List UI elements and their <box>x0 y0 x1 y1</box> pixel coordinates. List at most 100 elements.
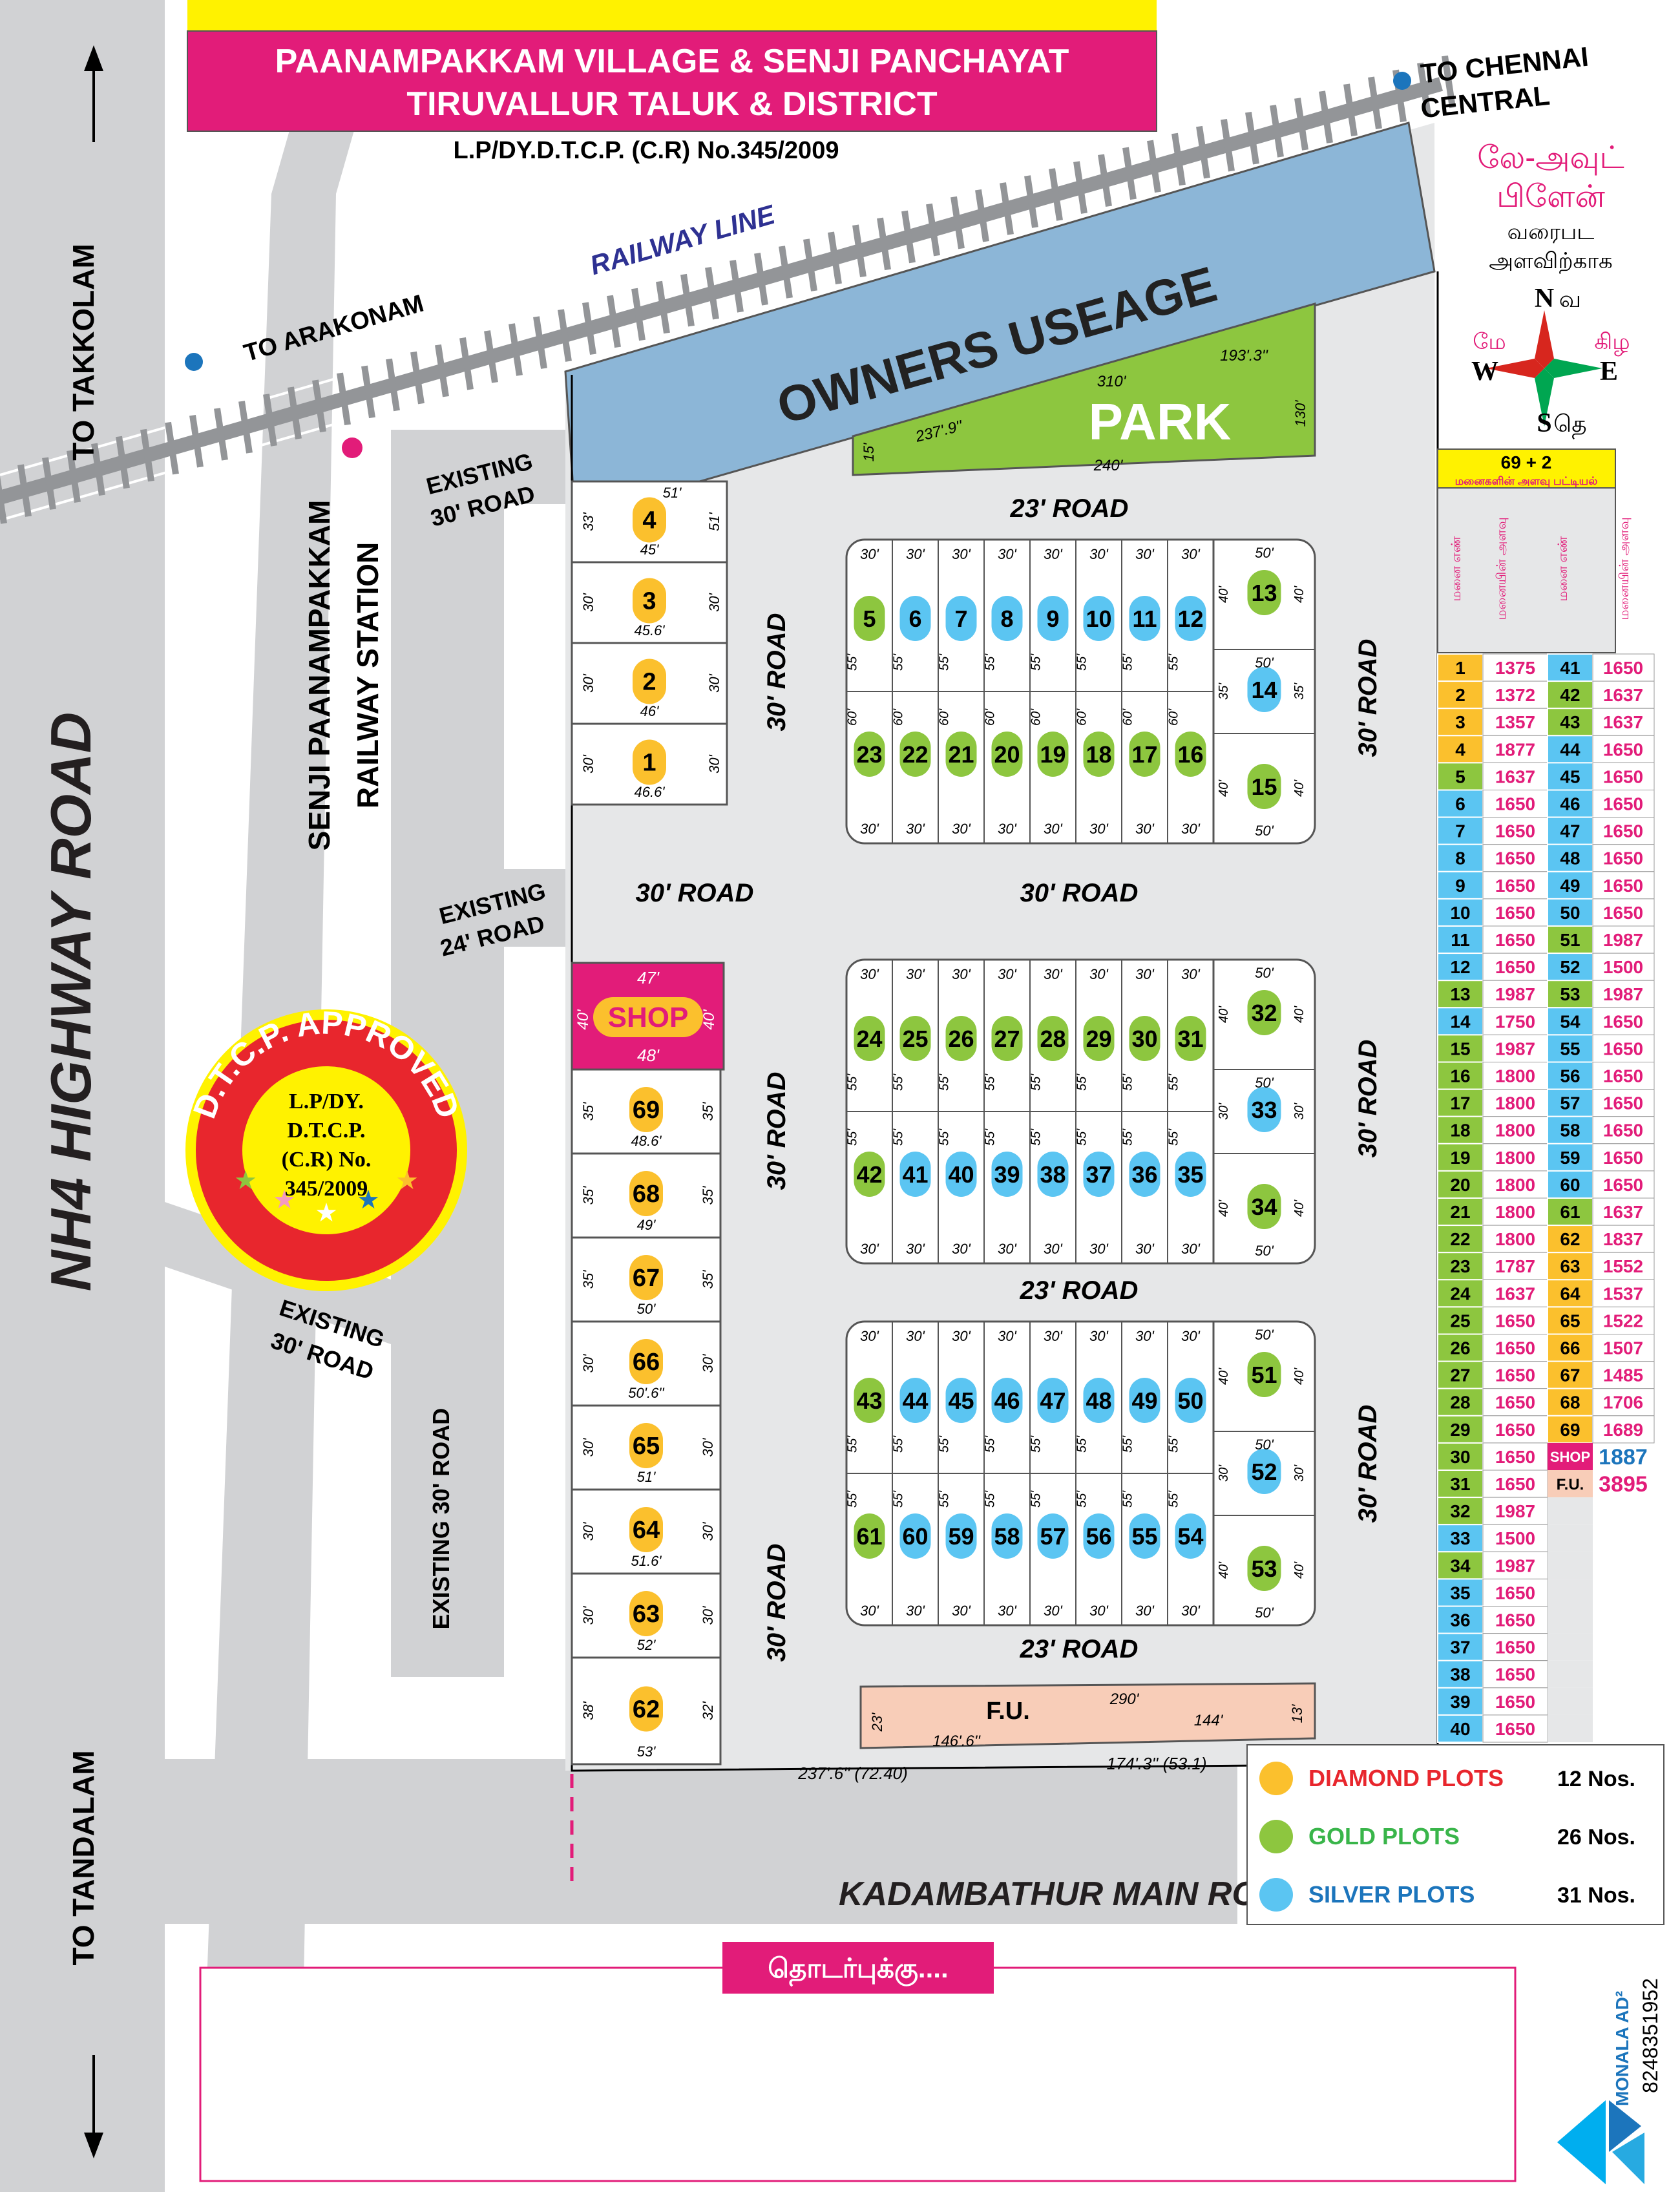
plot-no: 64 <box>1560 1283 1580 1303</box>
plot-1[interactable]: 130'30'46.6' <box>571 722 728 806</box>
park-dim-2: 193'.3'' <box>1220 347 1268 364</box>
plot-7[interactable]: 730'55' <box>938 546 977 671</box>
dim-depth: 55' <box>1075 1128 1089 1146</box>
plot-2[interactable]: 230'30'46' <box>571 642 728 725</box>
dim-west: 30' <box>580 593 596 611</box>
plot-size: 1357 <box>1495 712 1535 732</box>
plot-4[interactable]: 433'51'45'51' <box>571 480 728 564</box>
plot-number: 69 <box>633 1097 660 1124</box>
plot-number: 63 <box>633 1601 660 1628</box>
dim-south: 50' <box>637 1301 656 1317</box>
plot-no: 11 <box>1451 930 1470 950</box>
title-banner <box>187 30 1157 132</box>
plot-number: 22 <box>902 741 928 768</box>
phone-number: 8248351952 <box>1639 1978 1662 2093</box>
plot-3[interactable]: 330'30'45.6' <box>571 561 728 644</box>
dim-depth: 55' <box>846 1073 860 1091</box>
dim-south: 53' <box>637 1744 656 1760</box>
railway-line <box>0 55 1456 524</box>
plot-8[interactable]: 830'55' <box>983 546 1023 671</box>
block-1: 530'55'630'55'730'55'830'55'930'55'1030'… <box>845 538 1316 845</box>
plot-no: 25 <box>1450 1311 1470 1331</box>
compass-ta-n: வ <box>1559 286 1581 312</box>
dim-west: 40' <box>1217 585 1231 603</box>
plot-blocks: 530'55'630'55'730'55'830'55'930'55'1030'… <box>845 538 1316 1627</box>
dim-top: 30' <box>1089 546 1108 562</box>
legend: DIAMOND PLOTS 12 Nos. GOLD PLOTS 26 Nos.… <box>1246 1744 1664 1925</box>
plot-no: 36 <box>1450 1610 1470 1630</box>
plot-5[interactable]: 530'55' <box>846 546 885 671</box>
left-plots-column: 433'51'45'51'330'30'45.6'230'30'46'130'3… <box>571 480 728 1765</box>
plot-9[interactable]: 930'55' <box>1029 546 1069 671</box>
plot-no: 57 <box>1560 1093 1580 1113</box>
plot-size: 1650 <box>1495 1338 1535 1358</box>
plot-no: 4 <box>1455 739 1465 759</box>
plot-6[interactable]: 630'55' <box>892 546 931 671</box>
plot-no: 32 <box>1450 1501 1470 1521</box>
dim-depth: 55' <box>1167 1073 1181 1091</box>
